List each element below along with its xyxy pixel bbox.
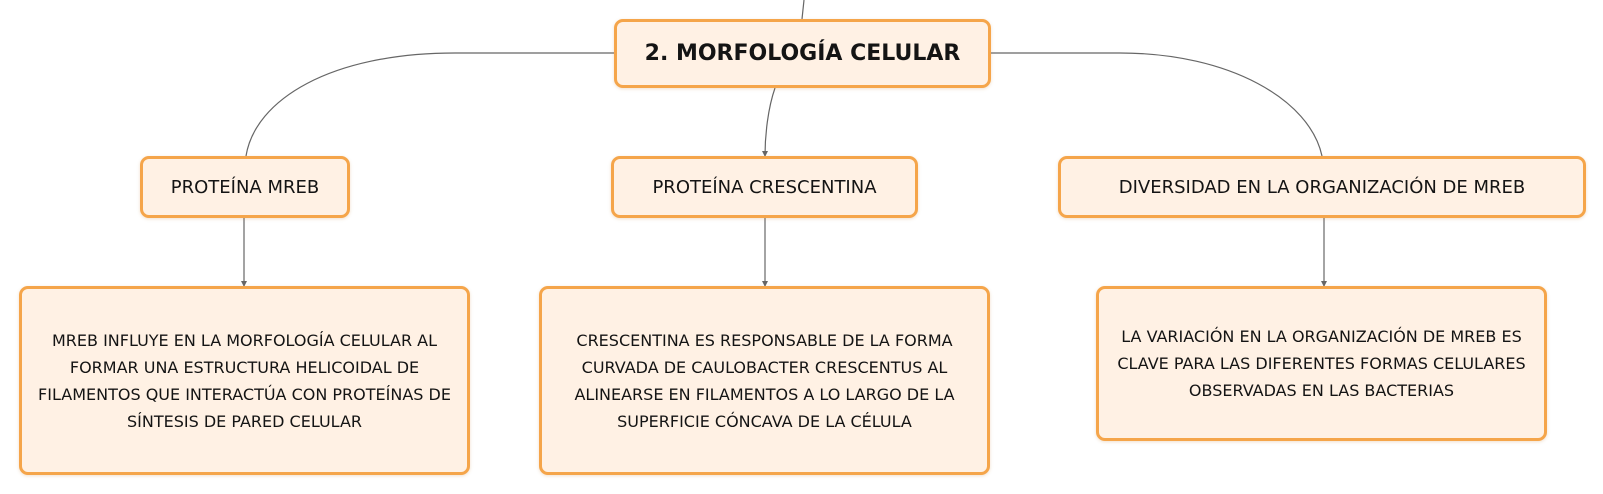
root-topic-node[interactable]: 2. MORFOLOGÍA CELULAR: [614, 19, 991, 88]
connector-root-to-crescentina: [764, 87, 776, 157]
topic-label: PROTEÍNA CRESCENTINA: [652, 176, 877, 198]
detail-text: MREB INFLUYE EN LA MORFOLOGÍA CELULAR AL…: [38, 330, 451, 431]
arrowhead-diversidad-to-detail: [1321, 281, 1327, 287]
detail-node-diversidad[interactable]: LA VARIACIÓN EN LA ORGANIZACIÓN DE MREB …: [1096, 286, 1547, 441]
connector-root-to-diversidad: [991, 52, 1323, 157]
detail-text: CRESCENTINA ES RESPONSABLE DE LA FORMA C…: [574, 330, 955, 431]
arrowhead-mreb-to-detail: [241, 281, 247, 287]
topic-label: PROTEÍNA MREB: [170, 176, 320, 198]
detail-node-mreb[interactable]: MREB INFLUYE EN LA MORFOLOGÍA CELULAR AL…: [19, 286, 470, 475]
connector-root-to-mreb: [245, 52, 614, 157]
topic-node-proteina-crescentina[interactable]: PROTEÍNA CRESCENTINA: [611, 156, 918, 218]
detail-text: LA VARIACIÓN EN LA ORGANIZACIÓN DE MREB …: [1117, 327, 1526, 400]
topic-label: DIVERSIDAD EN LA ORGANIZACIÓN DE MREB: [1118, 176, 1526, 198]
root-topic-label: 2. MORFOLOGÍA CELULAR: [644, 41, 961, 66]
detail-node-crescentina[interactable]: CRESCENTINA ES RESPONSABLE DE LA FORMA C…: [539, 286, 990, 475]
connector-incoming-root: [801, 0, 805, 20]
topic-node-diversidad-mreb[interactable]: DIVERSIDAD EN LA ORGANIZACIÓN DE MREB: [1058, 156, 1586, 218]
arrowhead-root-to-crescentina: [762, 151, 768, 157]
topic-node-proteina-mreb[interactable]: PROTEÍNA MREB: [140, 156, 350, 218]
arrowhead-crescentina-to-detail: [762, 281, 768, 287]
